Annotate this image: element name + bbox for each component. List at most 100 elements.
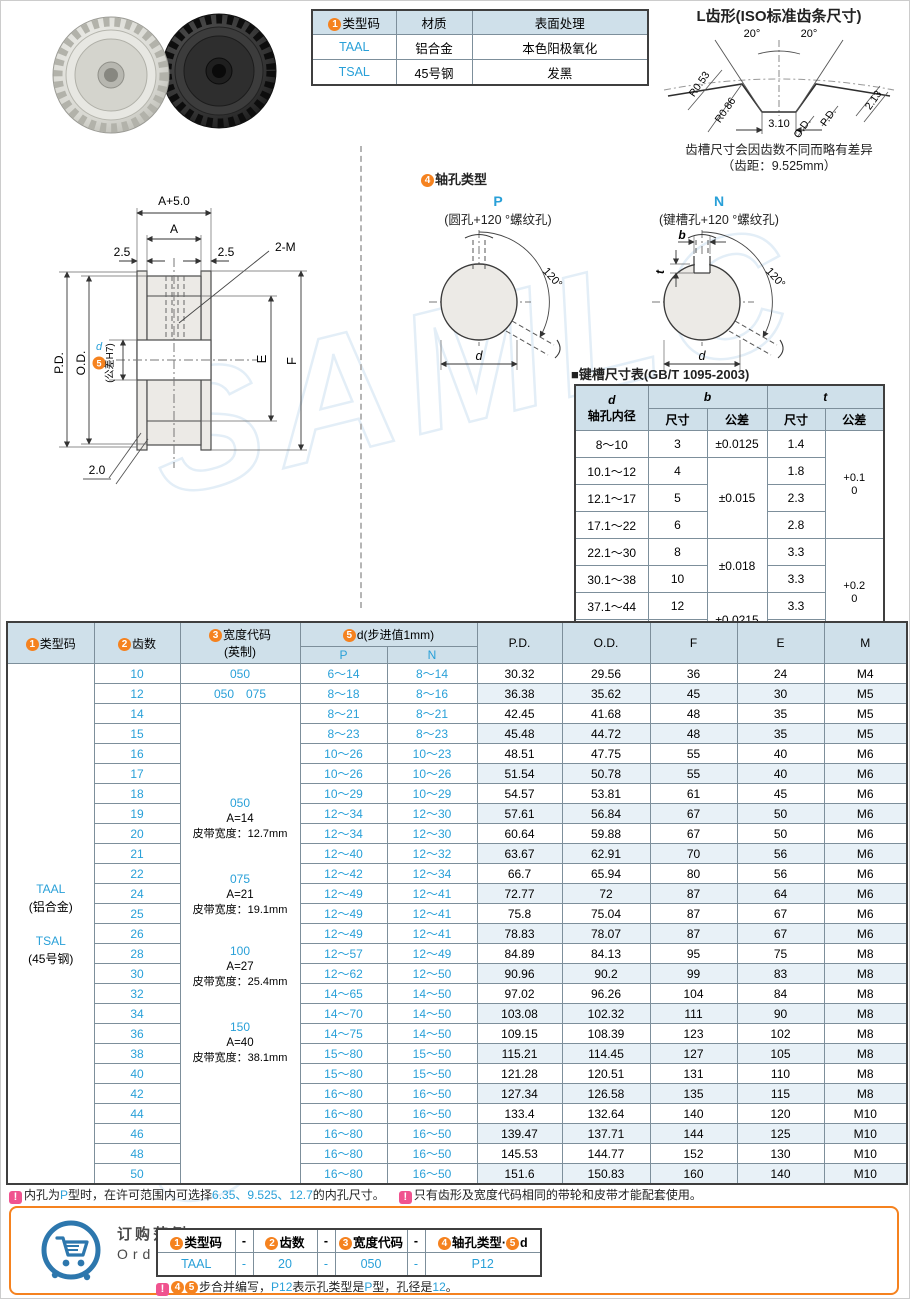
pd-cell: 121.28 xyxy=(476,1063,563,1084)
n-range-cell: 15～50 xyxy=(386,1043,478,1064)
pd-cell: 42.45 xyxy=(476,703,563,724)
f-cell: 67 xyxy=(649,823,738,844)
footnote-text: 6.35、9.525、12.7 xyxy=(212,1188,313,1202)
warning-icon: ! xyxy=(9,1191,22,1204)
n-range-cell: 12～30 xyxy=(386,823,478,844)
od-cell: 72 xyxy=(561,883,651,904)
n-range-cell: 14～50 xyxy=(386,1023,478,1044)
p-range-cell: 15～80 xyxy=(299,1043,388,1064)
od-cell: 90.2 xyxy=(561,963,651,984)
n-type-desc: (键槽孔+120 °螺纹孔) xyxy=(659,213,779,227)
teeth-count-cell: 46 xyxy=(93,1123,181,1144)
num-badge: 5 xyxy=(185,1281,198,1294)
od-cell: 47.75 xyxy=(561,743,651,764)
f-cell: 48 xyxy=(649,723,738,744)
dash-cell: - xyxy=(234,1228,254,1253)
type-code-line: TSAL xyxy=(35,933,66,948)
f-cell: 80 xyxy=(649,863,738,884)
svg-text:5: 5 xyxy=(96,359,101,369)
n-b-label: b xyxy=(678,228,685,242)
e-cell: 102 xyxy=(736,1023,825,1044)
e-cell: 40 xyxy=(736,763,825,784)
teeth-count-cell: 12 xyxy=(93,683,181,704)
type-code-line: (45号钢) xyxy=(28,951,74,966)
p-range-cell: 12～42 xyxy=(299,863,388,884)
header-m: M xyxy=(823,621,908,664)
tooth-profile-title: L齿形(ISO标准齿条尺寸) xyxy=(696,8,862,25)
f-cell: 152 xyxy=(649,1143,738,1164)
width-group-a: A=27 xyxy=(226,960,254,973)
od-cell: 29.56 xyxy=(561,663,651,684)
teeth-count-cell: 24 xyxy=(93,883,181,904)
warning-icon: ! xyxy=(398,1191,412,1204)
t-size-cell: 1.4 xyxy=(766,430,826,458)
dash-cell: - xyxy=(406,1228,426,1253)
p-range-cell: 16～80 xyxy=(299,1163,388,1185)
n-type-label: N xyxy=(713,193,725,209)
width-group-code: 150 xyxy=(229,1020,251,1034)
width-code-cell: 050 xyxy=(179,663,301,684)
num-badge: 5 xyxy=(506,1236,520,1250)
n-range-cell: 16～50 xyxy=(386,1103,478,1124)
n-range-cell: 12～30 xyxy=(386,803,478,824)
width-group-code: 075 xyxy=(229,872,251,886)
m-cell: M6 xyxy=(823,803,908,824)
e-cell: 105 xyxy=(736,1043,825,1064)
od-cell: 41.68 xyxy=(561,703,651,724)
e-cell: 120 xyxy=(736,1103,825,1124)
f-cell: 55 xyxy=(649,743,738,764)
f-cell: 135 xyxy=(649,1083,738,1104)
e-cell: 35 xyxy=(736,703,825,724)
od-cell: 78.07 xyxy=(561,923,651,944)
order-value-cell: P12 xyxy=(424,1252,542,1277)
pd-cell: 90.96 xyxy=(476,963,563,984)
num-badge: 1 xyxy=(170,1236,184,1250)
e-cell: 75 xyxy=(736,943,825,964)
f-cell: 87 xyxy=(649,923,738,944)
pulley-photos xyxy=(52,13,277,134)
p-d-label: d xyxy=(475,349,483,363)
m-cell: M6 xyxy=(823,883,908,904)
pd-cell: 151.6 xyxy=(476,1163,563,1185)
m-cell: M10 xyxy=(823,1143,908,1164)
m-cell: M6 xyxy=(823,743,908,764)
bore-range-cell: 37.1～44 xyxy=(574,592,649,620)
m-cell: M6 xyxy=(823,823,908,844)
pd-cell: 75.8 xyxy=(476,903,563,924)
header-pd: P.D. xyxy=(476,621,563,664)
teeth-count-cell: 34 xyxy=(93,1003,181,1024)
e-cell: 130 xyxy=(736,1143,825,1164)
p-range-cell: 8～18 xyxy=(299,683,388,704)
pd-label: P.D. xyxy=(818,106,839,129)
keyway-t-tol-header: 公差 xyxy=(824,407,885,431)
m-cell: M8 xyxy=(823,1003,908,1024)
n-range-cell: 12～49 xyxy=(386,943,478,964)
num-1-badge: 1 xyxy=(328,18,342,31)
f-cell: 87 xyxy=(649,903,738,924)
angle-right-label: 20° xyxy=(801,28,818,40)
footnote-text: P xyxy=(60,1188,69,1202)
p-range-cell: 15～80 xyxy=(299,1063,388,1084)
b-tol-cell: ±0.018 xyxy=(706,538,768,593)
p-range-cell: 16～80 xyxy=(299,1103,388,1124)
n-range-cell: 14～50 xyxy=(386,1003,478,1024)
dash-cell: - xyxy=(316,1252,336,1277)
footnote: !内孔为P型时，在许可范围内可选择6.35、9.525、12.7的内孔尺寸。 xyxy=(9,1186,385,1204)
f-cell: 127 xyxy=(649,1043,738,1064)
p-range-cell: 8～21 xyxy=(299,703,388,724)
f-cell: 45 xyxy=(649,683,738,704)
bore-range-cell: 8～10 xyxy=(574,430,649,458)
od-cell: 75.04 xyxy=(561,903,651,924)
material-cell: 45号钢 xyxy=(395,59,473,86)
order-value-cell: 20 xyxy=(252,1252,318,1277)
width-group-code: 100 xyxy=(229,944,251,958)
m-cell: M5 xyxy=(823,703,908,724)
